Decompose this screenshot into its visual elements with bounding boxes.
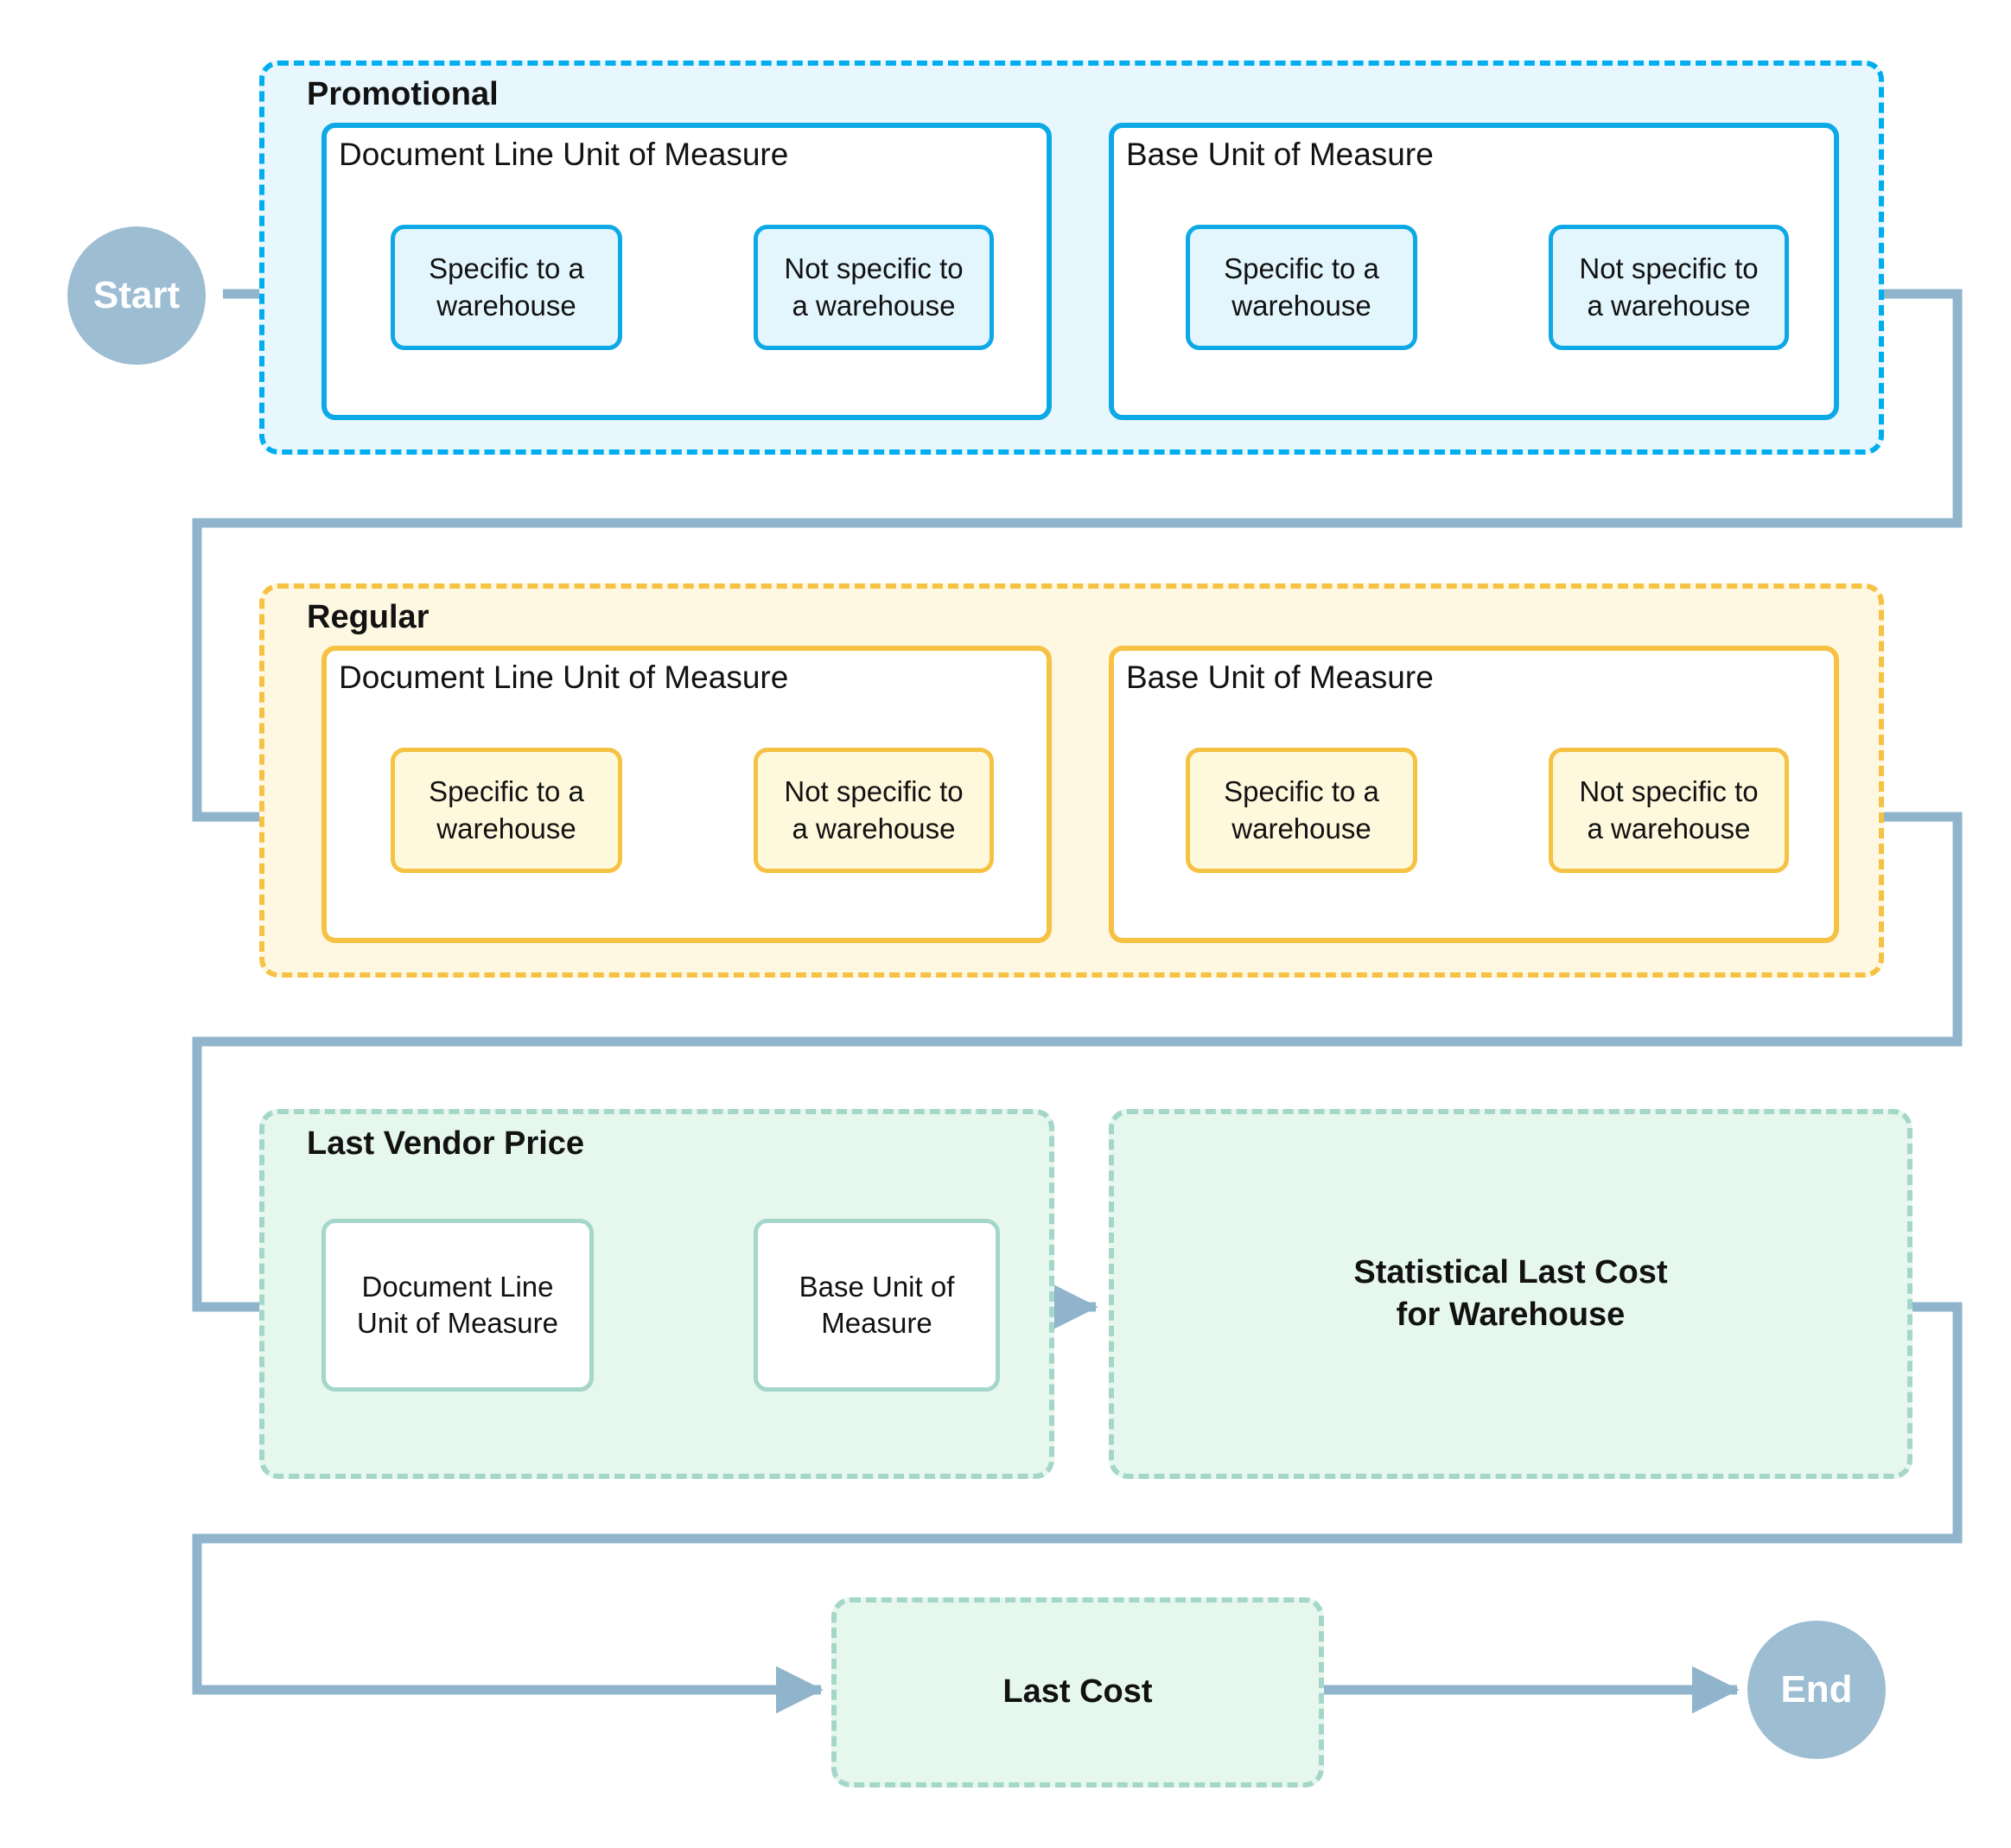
node-promo-bum-not-specific[interactable]: Not specific to a warehouse: [1549, 225, 1789, 350]
subgroup-promo-document-line-uom-title: Document Line Unit of Measure: [339, 137, 789, 172]
node-label: Specific to a warehouse: [429, 252, 584, 322]
node-promo-dlum-not-specific[interactable]: Not specific to a warehouse: [754, 225, 994, 350]
node-statistical-last-cost-for-warehouse[interactable]: Statistical Last Cost for Warehouse: [1109, 1109, 1912, 1479]
node-lvp-base-uom[interactable]: Base Unit of Measure: [754, 1219, 1000, 1392]
node-label: Not specific to a warehouse: [784, 775, 964, 844]
node-label: Last Cost: [1002, 1673, 1153, 1711]
end-terminator[interactable]: End: [1747, 1621, 1886, 1759]
node-label: Specific to a warehouse: [1224, 775, 1379, 844]
node-last-cost[interactable]: Last Cost: [831, 1597, 1324, 1787]
node-label: Specific to a warehouse: [1224, 252, 1379, 322]
subgroup-regular-document-line-uom-title: Document Line Unit of Measure: [339, 660, 789, 695]
node-label: Document Line Unit of Measure: [357, 1270, 558, 1339]
end-label: End: [1780, 1668, 1853, 1711]
section-regular-title: Regular: [307, 599, 430, 635]
section-promotional-title: Promotional: [307, 76, 499, 112]
node-label: Not specific to a warehouse: [1579, 775, 1759, 844]
node-label: Not specific to a warehouse: [1579, 252, 1759, 322]
start-terminator[interactable]: Start: [67, 226, 206, 365]
node-label: Not specific to a warehouse: [784, 252, 964, 322]
subgroup-regular-base-uom-title: Base Unit of Measure: [1126, 660, 1434, 695]
node-regular-dlum-not-specific[interactable]: Not specific to a warehouse: [754, 748, 994, 873]
start-label: Start: [92, 274, 181, 316]
node-regular-bum-not-specific[interactable]: Not specific to a warehouse: [1549, 748, 1789, 873]
node-promo-dlum-specific[interactable]: Specific to a warehouse: [391, 225, 622, 350]
node-promo-bum-specific[interactable]: Specific to a warehouse: [1186, 225, 1417, 350]
node-label: Statistical Last Cost for Warehouse: [1353, 1253, 1668, 1333]
node-label: Base Unit of Measure: [799, 1270, 955, 1339]
subgroup-promo-base-uom-title: Base Unit of Measure: [1126, 137, 1434, 172]
node-label: Specific to a warehouse: [429, 775, 584, 844]
node-lvp-document-line-uom[interactable]: Document Line Unit of Measure: [321, 1219, 594, 1392]
node-regular-dlum-specific[interactable]: Specific to a warehouse: [391, 748, 622, 873]
section-last-vendor-price-title: Last Vendor Price: [307, 1125, 585, 1162]
node-regular-bum-specific[interactable]: Specific to a warehouse: [1186, 748, 1417, 873]
